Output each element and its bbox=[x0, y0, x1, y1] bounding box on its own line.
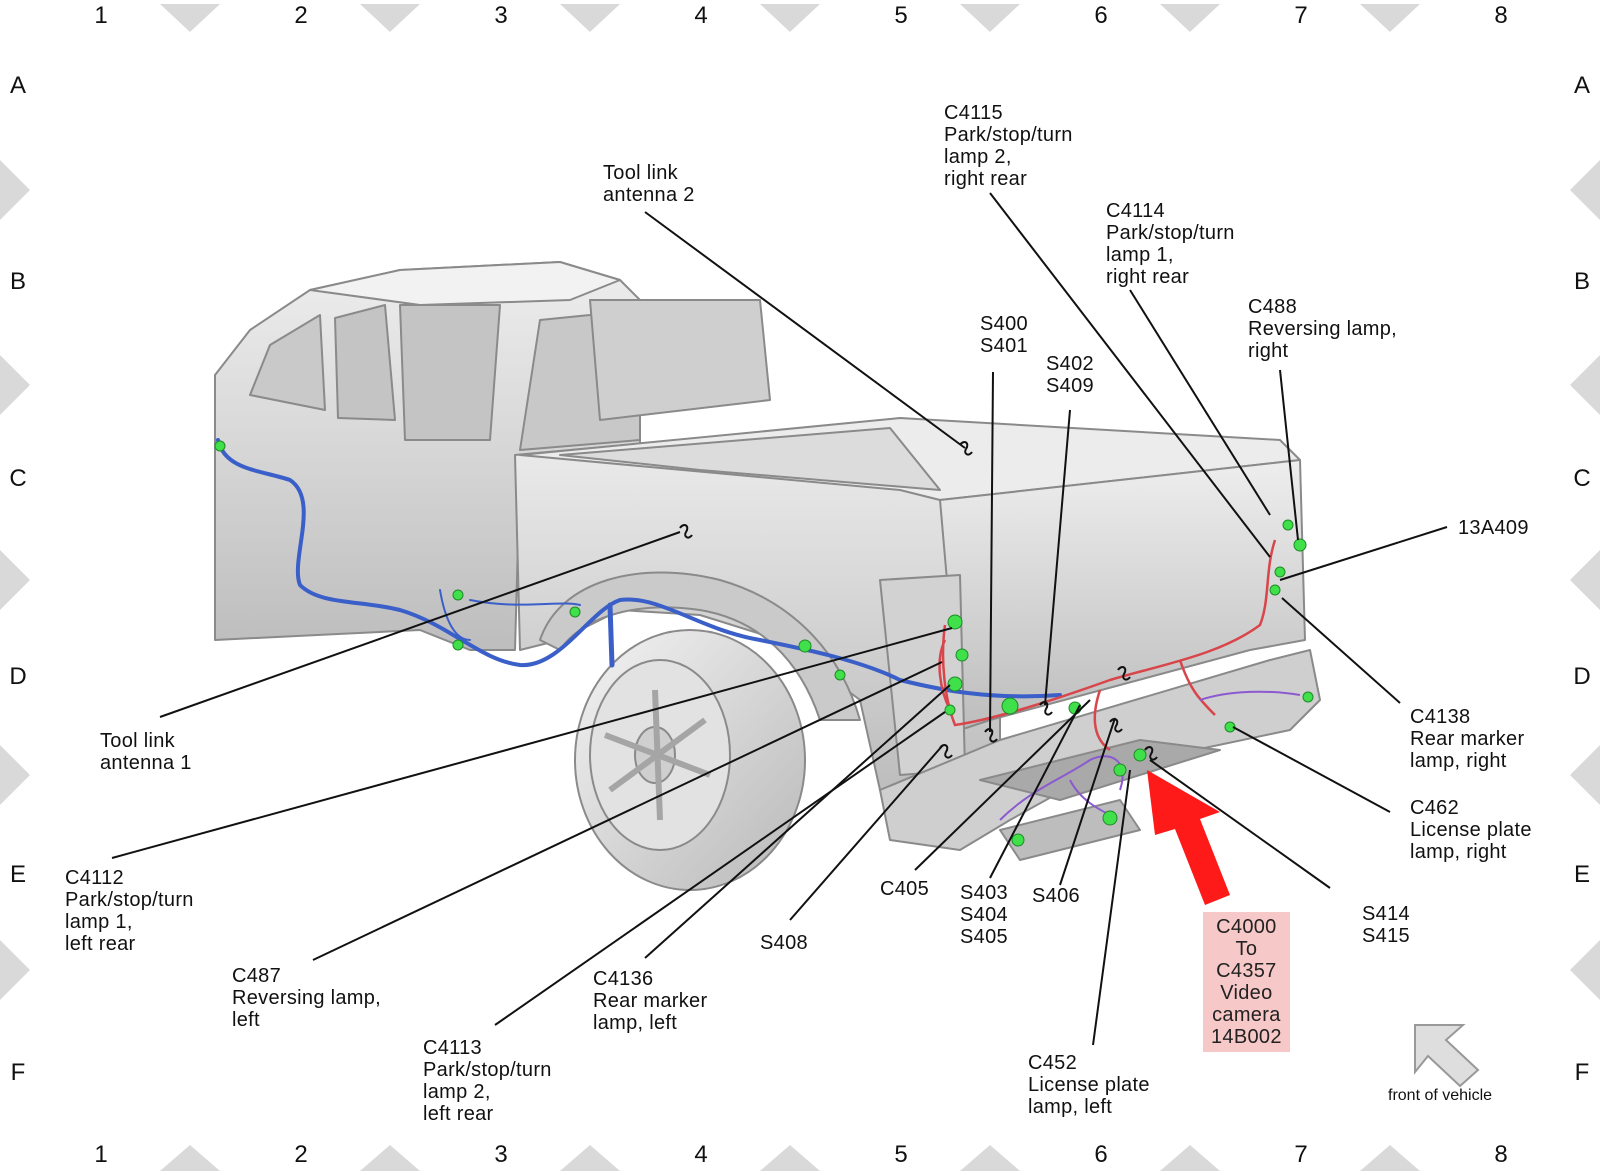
rear-tire bbox=[574, 629, 806, 891]
label-s408: S408 bbox=[760, 932, 808, 954]
grid-col-bottom-2: 2 bbox=[294, 1141, 308, 1168]
grid-col-top-3: 3 bbox=[494, 2, 508, 29]
wiring-harness-blue bbox=[216, 438, 1062, 699]
grid-col-bottom-4: 4 bbox=[694, 1141, 708, 1168]
grid-row-right-A: A bbox=[1573, 72, 1590, 99]
highlight-arrow bbox=[1147, 770, 1230, 905]
grid-row-left-C: C bbox=[9, 465, 27, 492]
front-of-vehicle-label: front of vehicle bbox=[1388, 1087, 1493, 1104]
truck-body bbox=[214, 261, 1321, 861]
grid-row-right-D: D bbox=[1573, 663, 1591, 690]
grid-col-bottom-7: 7 bbox=[1294, 1141, 1308, 1168]
grid-col-top-2: 2 bbox=[294, 2, 308, 29]
grid-row-right-F: F bbox=[1574, 1059, 1590, 1086]
grid-col-top-6: 6 bbox=[1094, 2, 1108, 29]
grid-col-bottom-1: 1 bbox=[94, 1141, 108, 1168]
leader-lines bbox=[111, 192, 1448, 1046]
grid-row-right-B: B bbox=[1573, 268, 1590, 295]
splice-markers bbox=[679, 441, 1158, 761]
grid-border-markers bbox=[0, 4, 1600, 1171]
grid-row-left-F: F bbox=[10, 1059, 26, 1086]
grid-col-top-8: 8 bbox=[1494, 2, 1508, 29]
grid-row-right-C: C bbox=[1573, 465, 1591, 492]
grid-col-bottom-6: 6 bbox=[1094, 1141, 1108, 1168]
grid-col-bottom-3: 3 bbox=[494, 1141, 508, 1168]
grid-row-left-B: B bbox=[9, 268, 26, 295]
grid-row-left-D: D bbox=[9, 663, 27, 690]
label-13a409: 13A409 bbox=[1458, 517, 1529, 539]
label-s406: S406 bbox=[1032, 885, 1080, 907]
grid-col-top-5: 5 bbox=[894, 2, 908, 29]
grid-col-bottom-5: 5 bbox=[894, 1141, 908, 1168]
grid-row-right-E: E bbox=[1573, 861, 1590, 888]
grid-row-left-E: E bbox=[9, 861, 26, 888]
grid-col-bottom-8: 8 bbox=[1494, 1141, 1508, 1168]
grid-row-left-A: A bbox=[9, 72, 26, 99]
label-c405: C405 bbox=[880, 878, 930, 900]
grid-col-top-7: 7 bbox=[1294, 2, 1308, 29]
front-of-vehicle-arrow-icon bbox=[1414, 1024, 1480, 1088]
grid-col-top-4: 4 bbox=[694, 2, 708, 29]
grid-col-top-1: 1 bbox=[94, 2, 108, 29]
